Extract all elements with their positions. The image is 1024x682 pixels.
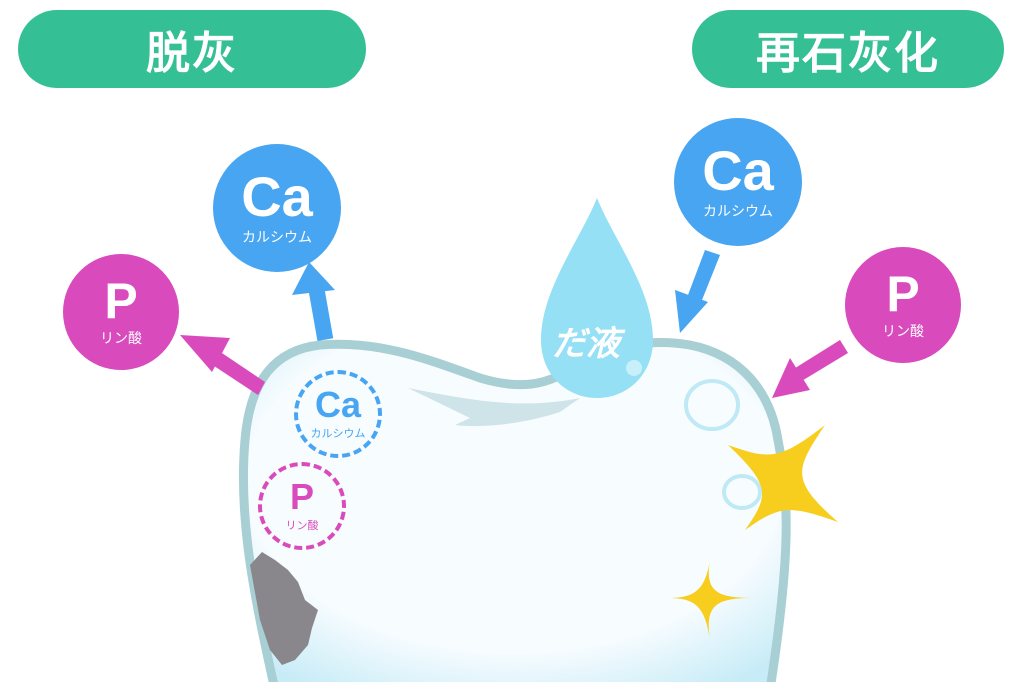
sparkle-icon — [728, 425, 838, 530]
demineralization-heading: 脱灰 — [18, 10, 366, 88]
calcium-out-circle: Ca カルシウム — [213, 144, 341, 272]
calcium-in-circle: Ca カルシウム — [674, 118, 802, 246]
calcium-name: カルシウム — [310, 428, 366, 440]
arrow-ca-out — [292, 262, 335, 342]
remineralization-heading: 再石灰化 — [692, 10, 1004, 88]
decay-spot — [250, 552, 318, 665]
phosphate-lost-circle: P リン酸 — [258, 462, 346, 550]
phosphate-out-circle: P リン酸 — [63, 254, 179, 370]
phosphate-name: リン酸 — [285, 520, 319, 532]
phosphate-name: リン酸 — [100, 330, 142, 346]
calcium-symbol: Ca — [314, 384, 362, 425]
arrow-p-in — [772, 340, 848, 398]
calcium-symbol: Ca — [702, 139, 774, 202]
calcium-symbol: Ca — [241, 165, 313, 228]
phosphate-symbol: P — [886, 266, 920, 322]
sparkle-icon — [668, 560, 752, 640]
saliva-drop — [541, 198, 653, 398]
highlight-ring — [722, 474, 762, 510]
arrow-p-out — [180, 335, 265, 395]
phosphate-in-circle: P リン酸 — [845, 247, 961, 363]
tooth-groove — [408, 388, 580, 427]
arrow-ca-in — [675, 250, 720, 333]
phosphate-name: リン酸 — [882, 323, 924, 339]
calcium-lost-circle: Ca カルシウム — [294, 370, 382, 458]
saliva-label: だ液 — [552, 324, 620, 364]
highlight-ring — [684, 379, 740, 431]
calcium-name: カルシウム — [242, 229, 312, 245]
phosphate-symbol: P — [289, 476, 314, 517]
phosphate-symbol: P — [104, 273, 138, 329]
calcium-name: カルシウム — [703, 203, 773, 219]
